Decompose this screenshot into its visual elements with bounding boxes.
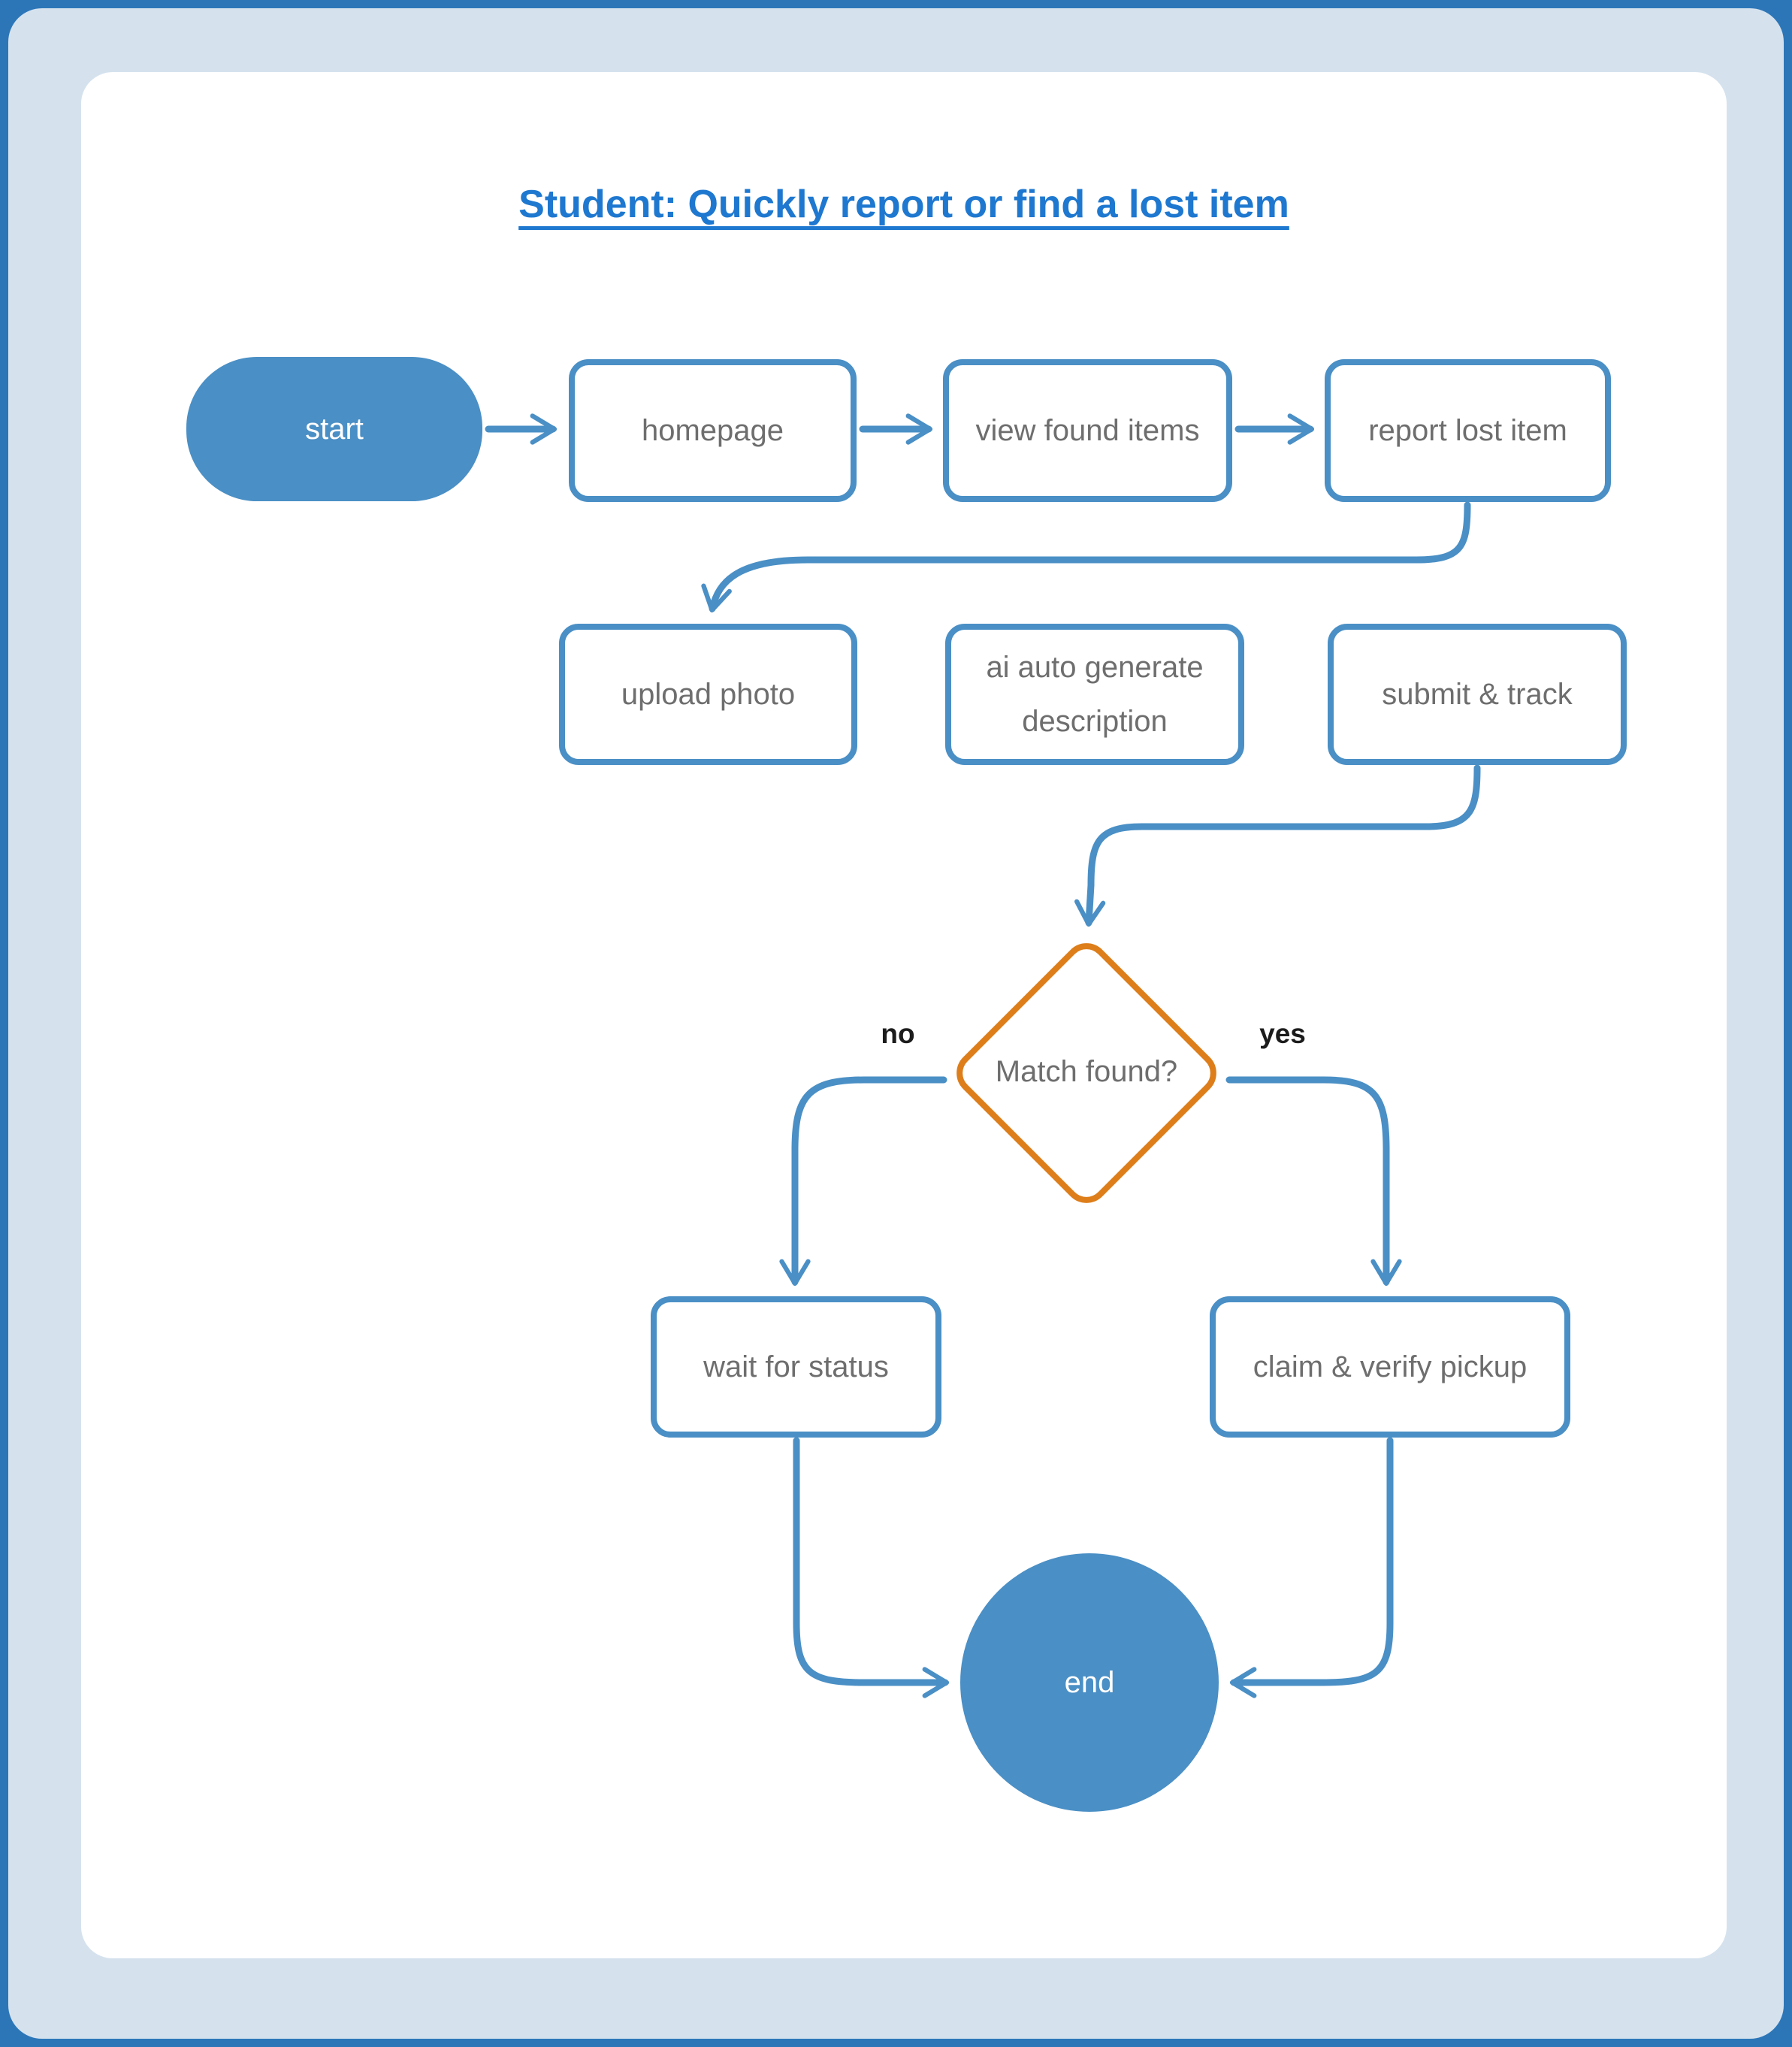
branch-label-no: no <box>881 1018 915 1049</box>
node-wait-for-status: wait for status <box>651 1296 941 1438</box>
node-ai-auto-generate-description: ai auto generate description <box>945 624 1244 765</box>
node-start: start <box>186 357 482 501</box>
node-submit-track-label: submit & track <box>1382 677 1573 711</box>
diagram-title: Student: Quickly report or find a lost i… <box>518 183 1289 226</box>
edge-waitstatus-end <box>793 1437 950 1698</box>
node-upload-photo: upload photo <box>559 624 857 765</box>
node-view-found-items-label: view found items <box>975 413 1200 447</box>
node-submit-track: submit & track <box>1328 624 1627 765</box>
branch-label-yes: yes <box>1259 1018 1306 1049</box>
node-report-lost-item: report lost item <box>1325 359 1611 502</box>
node-end-label: end <box>1064 1665 1115 1699</box>
edge-matchfound-no-waitstatus <box>779 1076 947 1287</box>
node-homepage-label: homepage <box>641 413 784 447</box>
node-end: end <box>960 1553 1219 1812</box>
node-report-lost-item-label: report lost item <box>1368 413 1567 447</box>
node-ai-auto-generate-description-label: ai auto generate description <box>986 651 1204 738</box>
node-wait-for-status-label: wait for status <box>703 1350 889 1383</box>
edge-submittrack-matchfound <box>1074 764 1481 927</box>
edge-reportlost-uploadphoto <box>701 501 1471 613</box>
edge-claimverify-end <box>1229 1437 1394 1698</box>
node-view-found-items: view found items <box>943 359 1232 502</box>
node-match-found-label: Match found? <box>995 1055 1178 1088</box>
node-claim-verify-pickup-label: claim & verify pickup <box>1253 1350 1528 1383</box>
node-start-label: start <box>305 412 364 446</box>
node-homepage: homepage <box>569 359 857 502</box>
node-claim-verify-pickup: claim & verify pickup <box>1210 1296 1570 1438</box>
edge-matchfound-yes-claimverify <box>1225 1076 1402 1287</box>
node-upload-photo-label: upload photo <box>621 677 796 711</box>
